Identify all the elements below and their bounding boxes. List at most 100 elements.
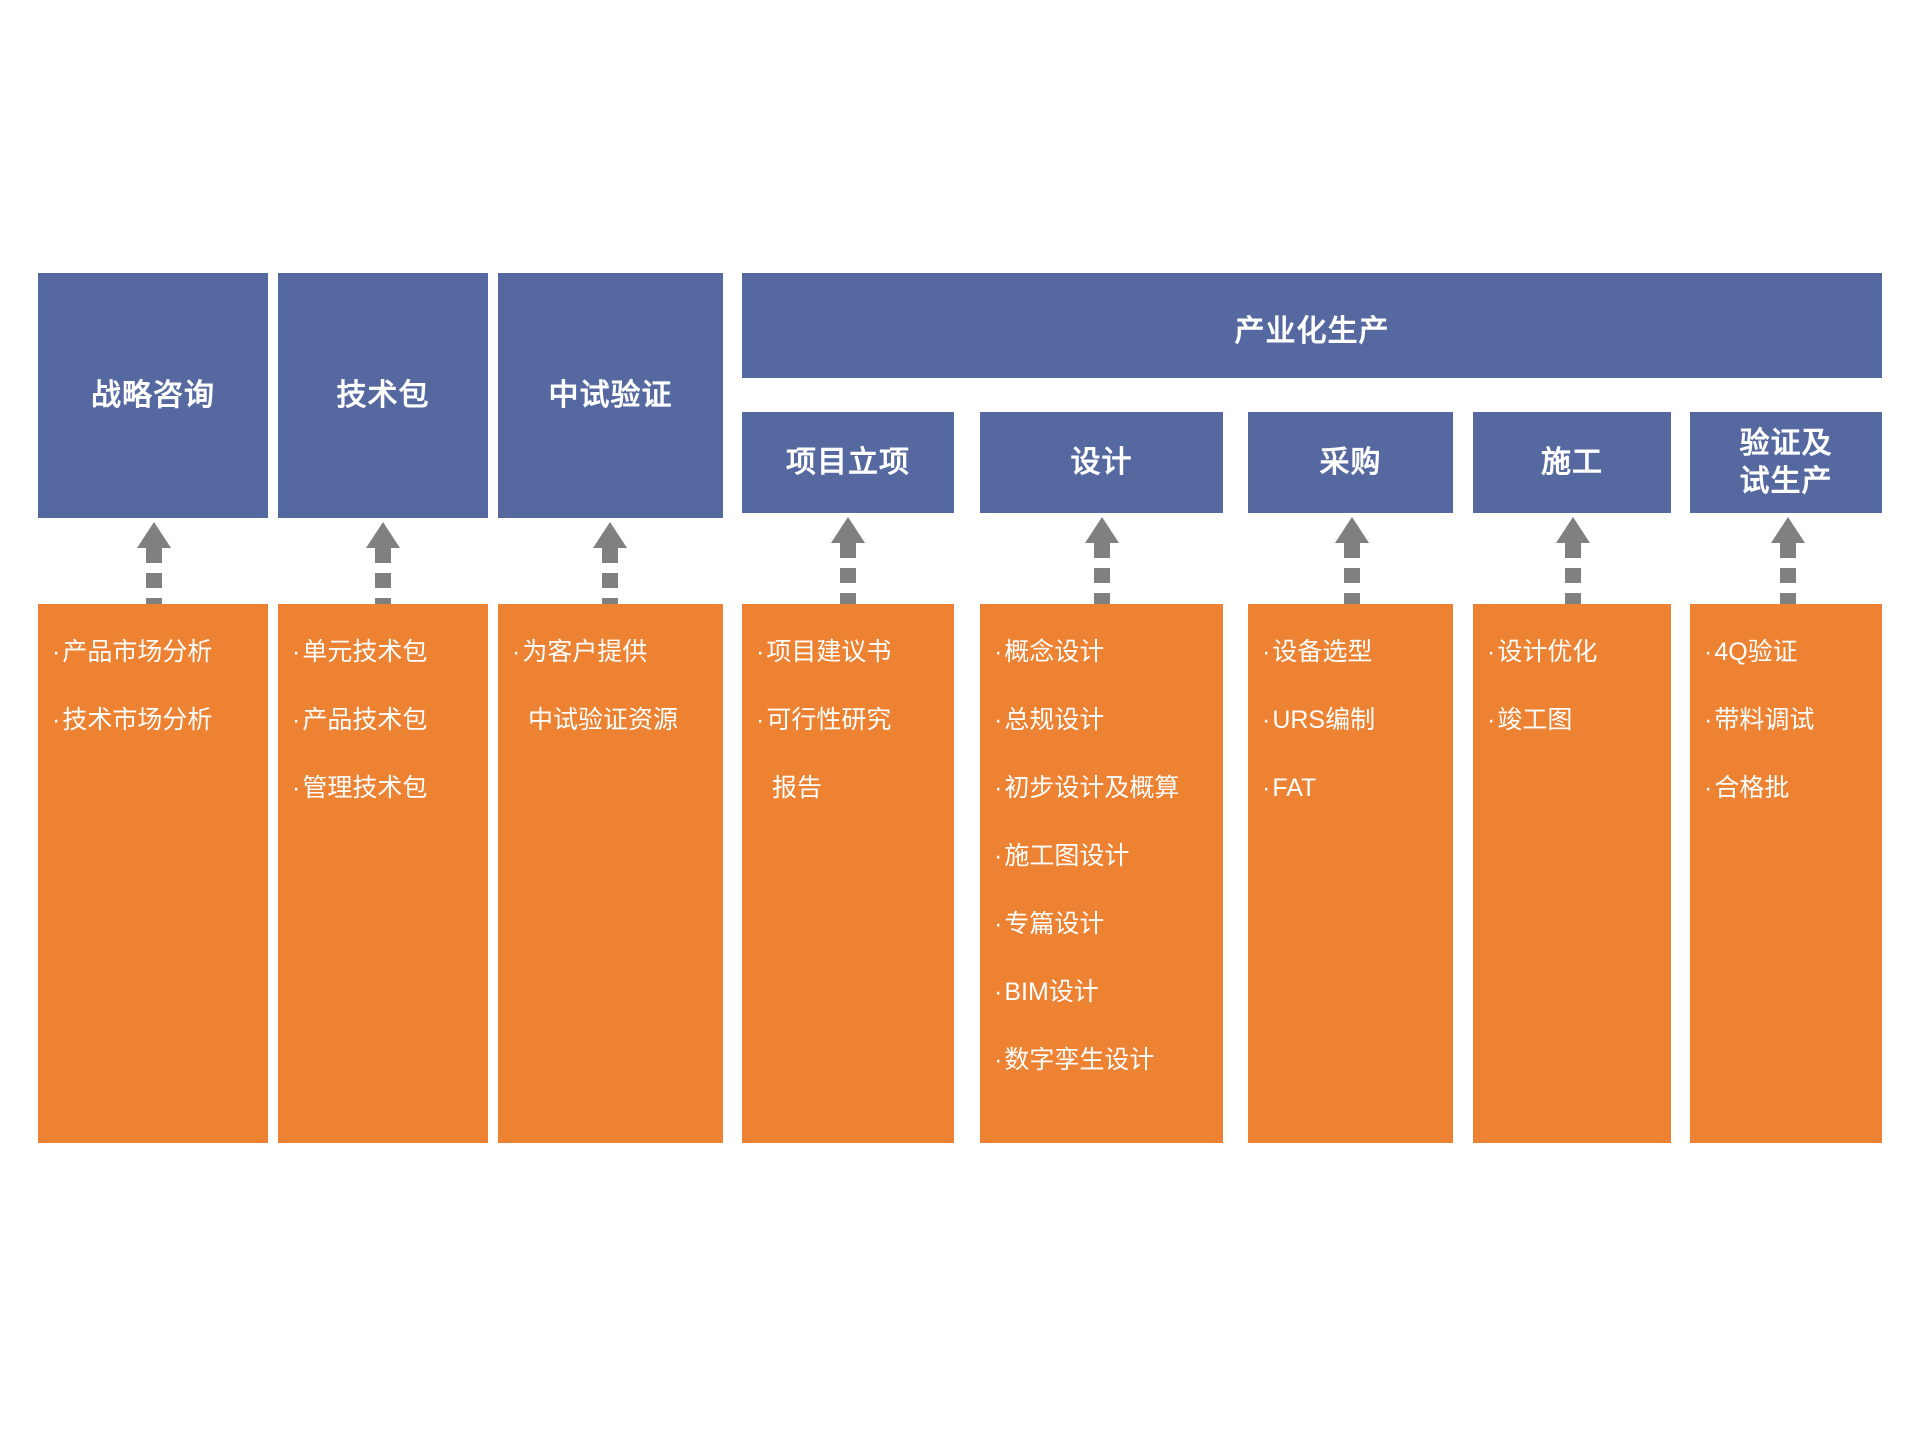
arrow-up-pilot-verification	[593, 522, 627, 604]
list-item: ·数字孪生设计	[994, 1046, 1155, 1074]
stage-header-label-line1: 验证及	[1739, 427, 1833, 460]
arrowhead-icon	[1556, 517, 1590, 543]
arrow-up-design	[1085, 517, 1119, 604]
stage-header-label: 设计	[1070, 445, 1133, 479]
stage-header-label: 项目立项	[786, 445, 910, 479]
arrow-up-construction	[1556, 517, 1590, 604]
banner-industrialized-production: 产业化生产	[742, 273, 1882, 378]
list-item: 报告	[772, 774, 823, 802]
arrow-shaft	[375, 548, 391, 604]
detail-list: ·设计优化 ·竣工图	[1473, 640, 1671, 733]
stage-header-procurement[interactable]: 采购	[1248, 412, 1453, 513]
arrow-up-project-initiation	[831, 517, 865, 604]
list-item: ·概念设计	[994, 638, 1105, 666]
list-item: ·为客户提供	[512, 638, 648, 666]
bullet-dot-icon: ·	[512, 638, 521, 666]
detail-list: ·概念设计 ·总规设计 ·初步设计及概算 ·施工图设计 ·专篇设计 ·BIM设计…	[980, 640, 1223, 1073]
list-item: ·专篇设计	[994, 910, 1105, 938]
arrowhead-icon	[1085, 517, 1119, 543]
detail-list: ·单元技术包 ·产品技术包 ·管理技术包	[278, 640, 488, 801]
arrow-shaft	[146, 548, 162, 604]
stage-details-design: ·概念设计 ·总规设计 ·初步设计及概算 ·施工图设计 ·专篇设计 ·BIM设计…	[980, 604, 1223, 1143]
arrowhead-icon	[366, 522, 400, 548]
stage-details-procurement: ·设备选型 ·URS编制 ·FAT	[1248, 604, 1453, 1143]
stage-header-pilot-verification[interactable]: 中试验证	[498, 273, 723, 518]
stage-header-design[interactable]: 设计	[980, 412, 1223, 513]
list-item: ·总规设计	[994, 706, 1105, 734]
detail-list: ·产品市场分析 ·技术市场分析	[38, 640, 268, 733]
bullet-dot-icon: ·	[1704, 706, 1713, 734]
list-item: ·设备选型	[1262, 638, 1373, 666]
detail-list: ·项目建议书 ·可行性研究 报告	[742, 640, 954, 801]
detail-list: ·4Q验证 ·带料调试 ·合格批	[1690, 640, 1882, 801]
bullet-dot-icon: ·	[994, 842, 1003, 870]
stage-details-pilot-verification: ·为客户提供 中试验证资源	[498, 604, 723, 1143]
arrow-up-strategy-consulting	[137, 522, 171, 604]
stage-header-technology-package[interactable]: 技术包	[278, 273, 488, 518]
arrow-shaft	[1780, 543, 1796, 604]
stage-details-validation-trial-production: ·4Q验证 ·带料调试 ·合格批	[1690, 604, 1882, 1143]
arrow-shaft	[840, 543, 856, 604]
bullet-dot-icon: ·	[292, 774, 301, 802]
list-item: ·带料调试	[1704, 706, 1815, 734]
stage-header-validation-trial-production[interactable]: 验证及 试生产	[1690, 412, 1882, 513]
bullet-dot-icon: ·	[1487, 706, 1496, 734]
bullet-dot-icon: ·	[1487, 638, 1496, 666]
list-item: ·竣工图	[1487, 706, 1573, 734]
stage-header-label: 采购	[1319, 445, 1382, 479]
stage-header-label: 战略咨询	[91, 378, 215, 412]
stage-header-label: 施工	[1541, 445, 1603, 479]
bullet-dot-icon: ·	[994, 1046, 1003, 1074]
stage-header-construction[interactable]: 施工	[1473, 412, 1671, 513]
list-item: ·4Q验证	[1704, 638, 1798, 666]
list-item: ·初步设计及概算	[994, 774, 1180, 802]
bullet-dot-icon: ·	[994, 978, 1003, 1006]
list-item: ·管理技术包	[292, 774, 428, 802]
stage-header-strategy-consulting[interactable]: 战略咨询	[38, 273, 268, 518]
stage-details-technology-package: ·单元技术包 ·产品技术包 ·管理技术包	[278, 604, 488, 1143]
list-item: ·产品技术包	[292, 706, 428, 734]
list-item: ·BIM设计	[994, 978, 1099, 1006]
stage-header-project-initiation[interactable]: 项目立项	[742, 412, 954, 513]
bullet-dot-icon: ·	[994, 706, 1003, 734]
list-item: ·FAT	[1262, 774, 1317, 802]
list-item: 中试验证资源	[528, 706, 679, 734]
list-item: ·合格批	[1704, 774, 1790, 802]
detail-list: ·设备选型 ·URS编制 ·FAT	[1248, 640, 1453, 801]
arrowhead-icon	[1771, 517, 1805, 543]
stage-header-label: 中试验证	[548, 378, 673, 412]
bullet-dot-icon: ·	[1262, 774, 1271, 802]
banner-label: 产业化生产	[1234, 315, 1390, 348]
arrowhead-icon	[593, 522, 627, 548]
list-item: ·URS编制	[1262, 706, 1376, 734]
stage-details-strategy-consulting: ·产品市场分析 ·技术市场分析	[38, 604, 268, 1143]
stage-header-label-line2: 试生产	[1739, 464, 1833, 498]
list-item: ·设计优化	[1487, 638, 1598, 666]
list-item: ·技术市场分析	[52, 706, 213, 734]
stage-details-construction: ·设计优化 ·竣工图	[1473, 604, 1671, 1143]
arrowhead-icon	[831, 517, 865, 543]
bullet-dot-icon: ·	[1262, 706, 1271, 734]
list-item: ·项目建议书	[756, 638, 892, 666]
arrow-shaft	[602, 548, 618, 604]
arrow-shaft	[1565, 543, 1581, 604]
bullet-dot-icon: ·	[292, 638, 301, 666]
stage-details-project-initiation: ·项目建议书 ·可行性研究 报告	[742, 604, 954, 1143]
bullet-dot-icon: ·	[52, 706, 61, 734]
list-item: ·施工图设计	[994, 842, 1130, 870]
bullet-dot-icon: ·	[756, 638, 765, 666]
arrow-shaft	[1094, 543, 1110, 604]
stage-header-label: 技术包	[336, 378, 430, 412]
bullet-dot-icon: ·	[994, 638, 1003, 666]
list-item: ·可行性研究	[756, 706, 892, 734]
bullet-dot-icon: ·	[1704, 774, 1713, 802]
arrowhead-icon	[137, 522, 171, 548]
arrow-up-validation-trial-production	[1771, 517, 1805, 604]
bullet-dot-icon: ·	[756, 706, 765, 734]
bullet-dot-icon: ·	[1704, 638, 1713, 666]
detail-list: ·为客户提供 中试验证资源	[498, 640, 723, 733]
arrow-up-procurement	[1335, 517, 1369, 604]
list-item: ·单元技术包	[292, 638, 428, 666]
arrowhead-icon	[1335, 517, 1369, 543]
